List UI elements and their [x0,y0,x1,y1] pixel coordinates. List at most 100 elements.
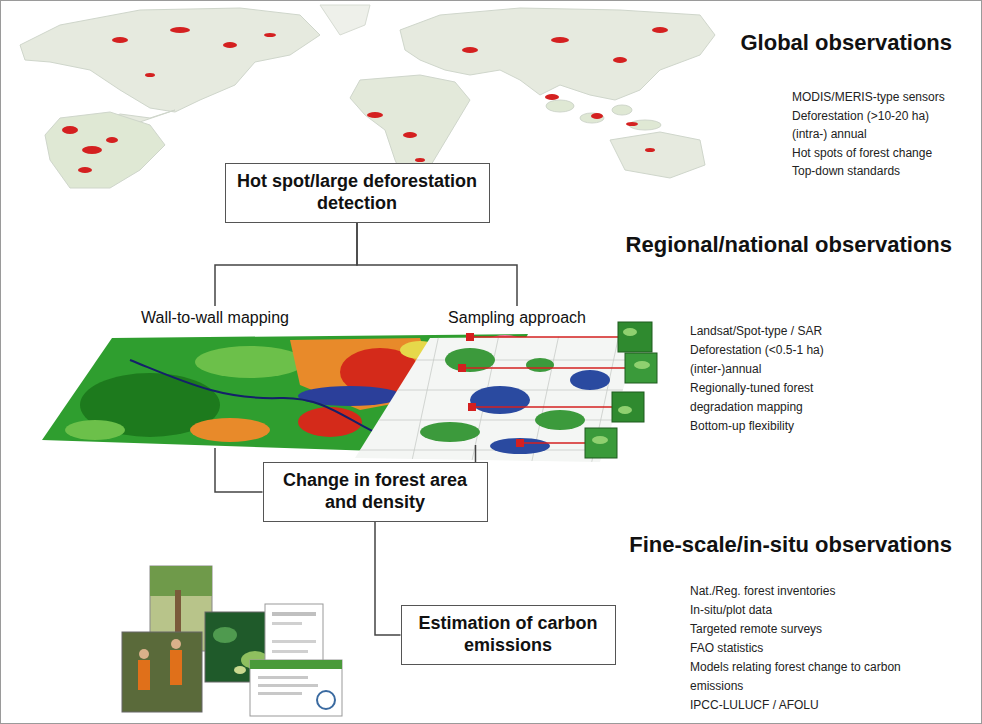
section-heading: Fine-scale/in-situ observations [629,532,952,558]
world-map-part-part [78,167,92,173]
connector-line [215,448,263,492]
list-item: FAO statistics [690,639,905,658]
list-item: Hot spots of forest change [792,144,974,163]
node-text: Hot spot/large deforestation detection [234,171,481,215]
world-map-part-part [170,27,190,33]
sampling-map-part-part [618,322,652,352]
sampling-map-part [462,337,625,443]
world-map-part-part [652,27,668,33]
world-map-part-part [613,57,627,63]
sampling-map-part-part [472,406,612,408]
sampling-map-part-part [462,367,625,369]
world-map-part [62,27,668,173]
photo-collage-part [272,650,308,653]
sampling-map-part-part [625,353,657,383]
sampling-map-part [585,322,657,458]
node-text: Wall-to-wall mapping [60,308,370,327]
photo-collage-part [258,684,318,687]
list-item: Targeted remote surveys [690,620,905,639]
list-item: Deforestation (<0.5-1 ha) [690,341,865,360]
wall-to-wall-map-part [298,407,362,437]
photo-collage-part [272,622,302,625]
section-heading: Regional/national observations [626,232,952,258]
list-item: (inter-)annual [690,360,865,379]
photo-collage-part [213,627,237,643]
process-box: Estimation of carbon emissions [401,605,616,665]
list-item: In-situ/plot data [690,601,905,620]
process-box: Change in forest area and density [263,462,488,522]
wall-to-wall-map-part [190,418,270,442]
sampling-map-part-part [516,439,524,447]
world-map-part-part [591,113,603,119]
sampling-map-part-part [618,406,632,414]
sampling-map-part [350,330,650,470]
list-item: Bottom-up flexibility [690,417,865,436]
node-text: Sampling approach [372,308,662,327]
photo-collage-part [122,632,202,712]
world-map-part-part [545,94,559,100]
sampling-map-part-part [458,364,466,372]
world-map-part-part [145,73,155,77]
connector-line [215,223,357,306]
connector-line [357,223,517,306]
photo-collage-part [139,649,149,659]
heading-group: Regional/national observations [626,232,952,258]
world-map-part-part [645,148,655,152]
world-map-part-part [462,47,478,53]
world-map-part [20,8,320,112]
sampling-map-part-part [612,392,644,422]
sampling-map-part-part [470,336,618,338]
wall-to-wall-map-part [65,420,125,440]
sampling-map-part-part [470,386,530,414]
node-text: Change in forest area and density [272,470,479,514]
world-map-part [580,113,604,123]
sampling-map-part-part [623,328,637,336]
list-item: Deforestation (>10-20 ha) [792,107,974,126]
sampling-map-part [592,328,650,444]
world-map-part [610,132,705,178]
list-item: (intra-) annual [792,125,974,144]
photo-collage-part [138,660,150,690]
sampling-map-part-part [350,330,650,470]
list-item: MODIS/MERIS-type sensors [792,88,974,107]
sampling-map-part [458,333,524,447]
list-item: Top-down standards [792,162,974,181]
sampling-map-part-part [520,442,585,444]
photo-collage-part [171,639,181,649]
wall-to-wall-map-part [195,346,305,378]
list-item: Landsat/Spot-type / SAR [690,322,865,341]
photo-collage-part [234,666,246,674]
map-panel: Sampling approach [372,306,662,445]
sampling-map-part-part [535,410,585,430]
photo-collage-part [272,612,316,616]
sampling-map-part-part [468,403,476,411]
sampling-map-part-part-part [350,360,650,361]
world-map-part-part [112,37,128,43]
sampling-map-part-part [490,438,550,454]
node-text: Estimation of carbon emissions [410,613,607,657]
sampling-map [350,322,657,470]
world-map-part-part [264,33,276,37]
sampling-map-part-part [570,370,610,390]
note-list: Nat./Reg. forest inventoriesIn-situ/plot… [690,582,905,715]
world-map-part [546,100,574,112]
sampling-map-part-part-part [350,420,650,421]
world-map-part-part [415,158,425,162]
world-map-part-part [82,146,102,154]
section-heading: Global observations [741,30,953,56]
photo-collage-part [250,660,342,716]
sampling-map-part-part [585,428,617,458]
note-list: MODIS/MERIS-type sensorsDeforestation (>… [792,88,974,181]
connector-line [375,522,401,635]
heading-group: Global observations [741,30,953,56]
list-item: IPCC-LULUCF / AFOLU [690,696,905,715]
world-map-part-part [403,132,417,138]
sampling-map-part-part [592,436,608,444]
list-item: Nat./Reg. forest inventories [690,582,905,601]
sampling-map-part-part [350,330,650,470]
world-map-part-part [62,126,78,134]
photo-collage-part [170,650,182,685]
world-map [20,5,715,188]
